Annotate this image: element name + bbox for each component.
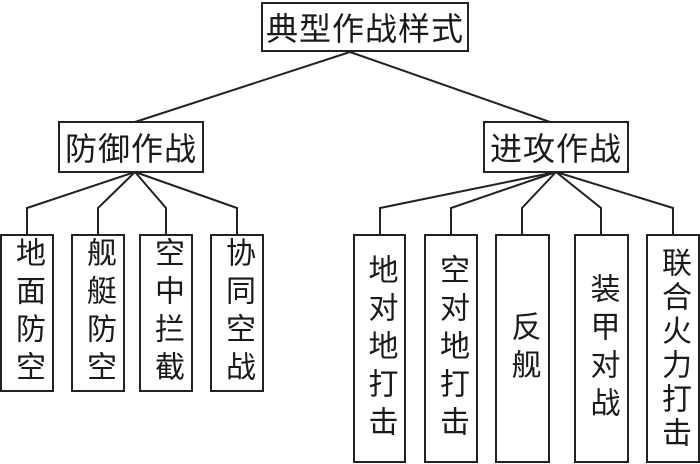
leaf-air-to-surface-strike: 空对地打击 [424, 234, 478, 463]
leaf-label: 地面防空 [10, 237, 45, 389]
leaf-ground-air-defense: 地面防空 [0, 234, 54, 392]
leaf-label: 空对地打击 [434, 253, 469, 444]
leaf-cooperative-air-combat: 协同空战 [210, 234, 264, 392]
leaf-armor-combat: 装甲对战 [574, 234, 629, 463]
connector-defense-3 [134, 171, 167, 234]
leaf-label: 反舰 [505, 310, 541, 387]
defense-label: 防御作战 [64, 130, 197, 168]
leaf-air-interception: 空中拦截 [139, 234, 193, 392]
leaf-joint-fire-strike: 联合火力打击 [646, 234, 700, 463]
connector-offense-5 [555, 171, 674, 234]
leaf-surface-to-surface-strike: 地对地打击 [353, 234, 406, 463]
root-node: 典型作战样式 [261, 2, 469, 52]
connector-defense-1 [26, 171, 136, 234]
leaf-label: 联合火力打击 [656, 246, 691, 451]
leaf-ship-air-defense: 舰艇防空 [71, 234, 125, 392]
connector-offense-3 [521, 171, 557, 234]
defense-node: 防御作战 [58, 121, 204, 173]
connector-offense-4 [555, 171, 602, 234]
offense-node: 进攻作战 [483, 121, 629, 173]
connector-root-defense [134, 51, 351, 123]
leaf-label: 空中拦截 [149, 237, 184, 389]
connector-offense-2 [450, 171, 557, 234]
leaf-anti-ship: 反舰 [495, 234, 550, 463]
offense-label: 进攻作战 [489, 130, 622, 168]
connector-defense-4 [134, 171, 238, 234]
connector-offense-1 [379, 171, 557, 234]
leaf-label: 装甲对战 [584, 272, 620, 425]
leaf-label: 协同空战 [220, 237, 255, 389]
root-label: 典型作战样式 [265, 10, 464, 48]
connector-defense-2 [97, 171, 136, 234]
leaf-label: 舰艇防空 [81, 237, 116, 389]
connector-root-offense [349, 51, 551, 123]
leaf-label: 地对地打击 [362, 253, 398, 444]
